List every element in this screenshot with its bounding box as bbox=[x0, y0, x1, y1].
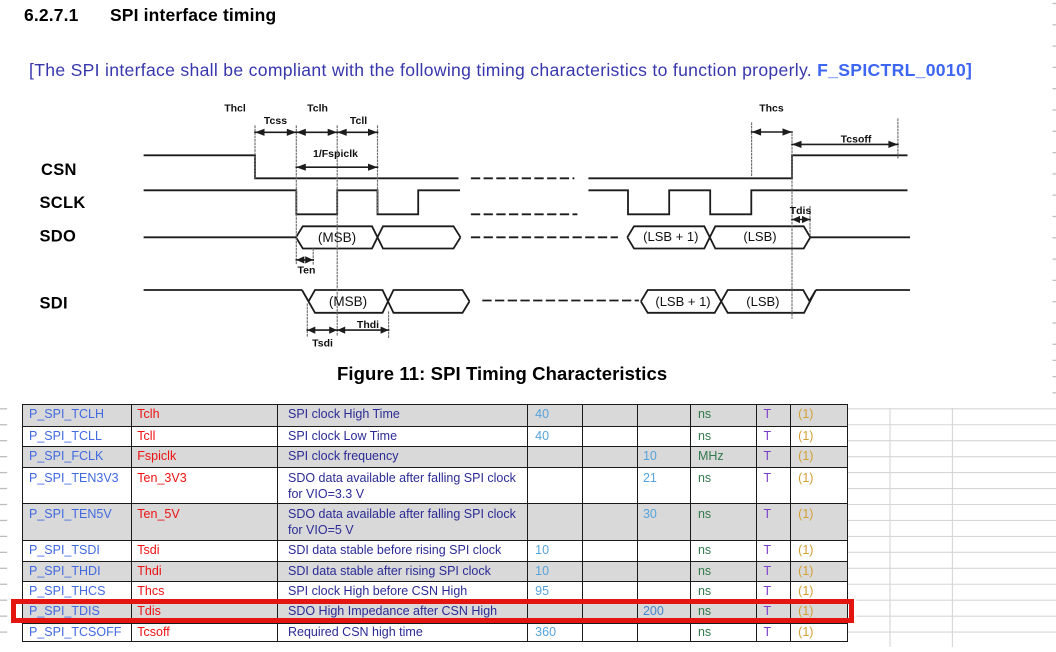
svg-text:(LSB): (LSB) bbox=[743, 229, 776, 244]
svg-text:1/Fspiclk: 1/Fspiclk bbox=[313, 148, 358, 160]
svg-text:(MSB): (MSB) bbox=[329, 294, 367, 309]
svg-text:(LSB): (LSB) bbox=[746, 294, 779, 309]
svg-text:SCLK: SCLK bbox=[40, 194, 86, 212]
svg-text:(LSB + 1): (LSB + 1) bbox=[655, 294, 710, 309]
svg-text:Ten: Ten bbox=[298, 265, 316, 277]
svg-text:Thcl: Thcl bbox=[224, 103, 246, 115]
svg-text:Tcss: Tcss bbox=[264, 115, 287, 127]
svg-text:CSN: CSN bbox=[41, 161, 77, 179]
svg-text:Tcll: Tcll bbox=[350, 115, 367, 127]
svg-text:(MSB): (MSB) bbox=[318, 230, 356, 245]
svg-text:Tclh: Tclh bbox=[307, 103, 328, 115]
svg-text:Tsdi: Tsdi bbox=[312, 338, 333, 350]
svg-text:Tdis: Tdis bbox=[790, 205, 812, 217]
svg-text:Thdi: Thdi bbox=[357, 319, 379, 331]
svg-text:SDI: SDI bbox=[40, 294, 68, 312]
svg-text:(LSB + 1): (LSB + 1) bbox=[643, 229, 698, 244]
svg-text:Thcs: Thcs bbox=[759, 103, 784, 115]
svg-text:SDO: SDO bbox=[40, 228, 77, 246]
svg-text:Tcsoff: Tcsoff bbox=[841, 134, 872, 146]
